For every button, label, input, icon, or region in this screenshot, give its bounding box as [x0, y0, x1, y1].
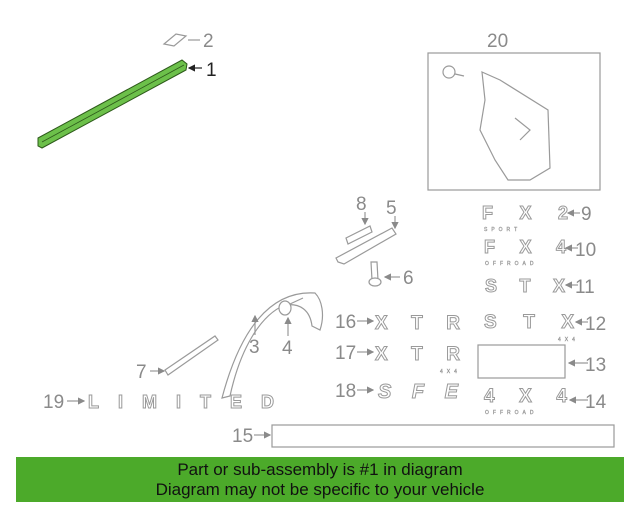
part-2-clip[interactable]	[162, 33, 188, 47]
part-5[interactable]	[335, 227, 397, 265]
banner-line-1: Part or sub-assembly is #1 in diagram	[177, 460, 463, 479]
callout-11: 11	[575, 277, 595, 298]
part-19-limited-emblem[interactable]: LIMITED	[88, 392, 293, 413]
callout-1: 1	[206, 60, 217, 81]
part-12-sub: 4X4	[558, 337, 579, 343]
callout-10: 10	[575, 240, 596, 261]
part-10-sub: OFFROAD	[485, 261, 537, 267]
banner-line-2: Diagram may not be specific to your vehi…	[155, 480, 485, 499]
part-14-4x4-emblem[interactable]: 4X4	[484, 386, 568, 408]
info-banner: Part or sub-assembly is #1 in diagram Di…	[16, 457, 624, 502]
callout-2: 2	[203, 31, 214, 52]
part-7-molding[interactable]	[164, 335, 219, 376]
part-6-stud[interactable]	[370, 261, 379, 281]
callout-18: 18	[335, 381, 356, 402]
callout-8: 8	[356, 194, 367, 215]
callout-4: 4	[282, 338, 293, 359]
part-17-sub: 4X4	[440, 369, 461, 375]
part-4-fastener[interactable]	[278, 300, 292, 316]
callout-6: 6	[403, 268, 414, 289]
screw-icon	[442, 65, 456, 79]
part-17-xtr-emblem[interactable]: XTR	[375, 344, 461, 366]
callout-3: 3	[249, 337, 260, 358]
part-10-fx4-emblem[interactable]: FX4	[484, 237, 567, 258]
part-1-molding[interactable]	[37, 59, 188, 149]
callout-14: 14	[585, 392, 607, 413]
part-15-stripe[interactable]	[271, 424, 615, 448]
callout-16: 16	[335, 312, 356, 333]
callout-20: 20	[487, 31, 508, 52]
part-20-mud-flap[interactable]	[479, 71, 551, 181]
callout-9: 9	[581, 204, 592, 225]
callout-12: 12	[585, 314, 606, 335]
part-8[interactable]	[345, 225, 373, 245]
part-14-sub: OFFROAD	[485, 410, 537, 416]
callout-17: 17	[335, 343, 356, 364]
part-9-fx2-emblem[interactable]: FX2	[482, 203, 569, 224]
part-16-xtr-emblem[interactable]: XTR	[375, 313, 461, 335]
callout-19: 19	[43, 392, 64, 413]
part-18-sfe-emblem[interactable]: SFE	[378, 381, 460, 404]
callout-15: 15	[232, 426, 253, 447]
callout-5: 5	[386, 198, 397, 219]
part-12-stx-emblem[interactable]: STX	[484, 312, 575, 334]
callout-7: 7	[136, 362, 147, 383]
part-9-sub: SPORT	[484, 227, 521, 233]
part-11-stx-emblem[interactable]: STX	[485, 276, 566, 297]
part-3-wheel-flare[interactable]	[221, 292, 324, 399]
part-13-plate[interactable]	[477, 344, 566, 379]
callout-13: 13	[585, 355, 606, 376]
